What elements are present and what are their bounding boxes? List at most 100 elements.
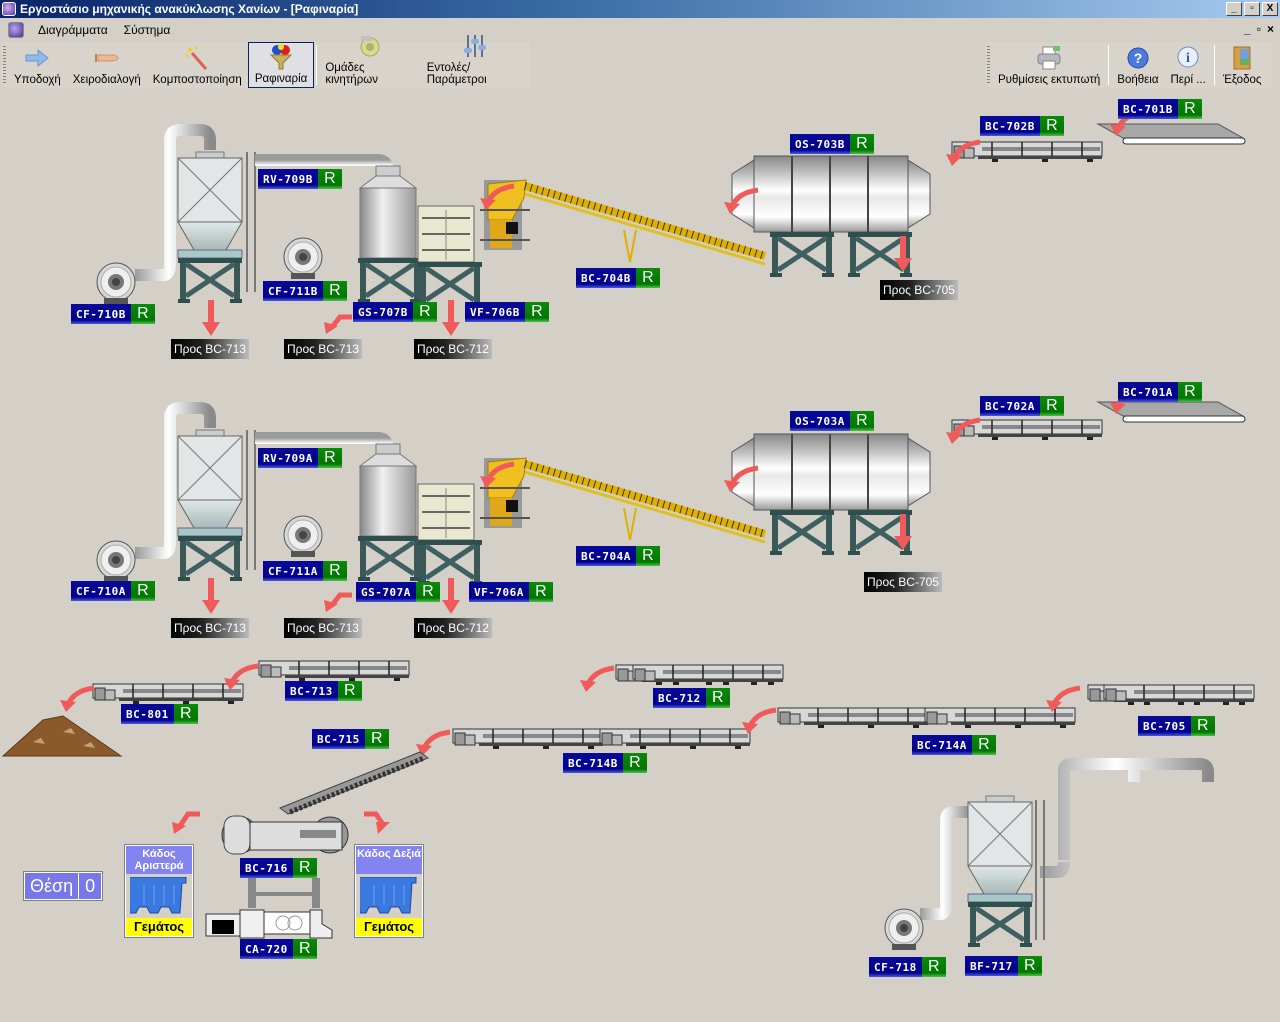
conveyor-bc801[interactable] — [92, 683, 244, 705]
position-label: Θέση — [30, 875, 74, 896]
toolbar-commands-parameters-button[interactable]: Εντολές/Παράμετροι — [421, 35, 530, 88]
status-running: R — [415, 582, 440, 602]
status-running: R — [1039, 396, 1064, 416]
mdi-close-button[interactable]: × — [1266, 22, 1274, 36]
mdi-minimize-button[interactable]: _ — [1244, 22, 1251, 36]
mdi-restore-button[interactable]: ▫ — [1256, 22, 1261, 36]
status-running: R — [622, 753, 647, 773]
conveyor-bc713[interactable] — [258, 660, 410, 682]
status-running: R — [173, 704, 198, 724]
cyclone-gs707b[interactable] — [358, 165, 422, 303]
equipment-id: BC-714B — [563, 753, 623, 773]
silo-rv709b[interactable] — [178, 152, 242, 303]
close-button[interactable]: X — [1262, 2, 1278, 16]
compactor-ca720[interactable] — [205, 909, 333, 939]
fan-cf711b[interactable] — [283, 237, 323, 280]
toolbar-label: Ρυθμίσεις εκτυπωτή — [998, 74, 1101, 86]
status-running: R — [130, 581, 155, 601]
svg-text:i: i — [1186, 51, 1190, 66]
position-indicator: Θέση 0 — [22, 871, 104, 901]
status-running: R — [971, 735, 996, 755]
equipment-id: BC-715 — [312, 729, 365, 749]
toolbar-refinery-button[interactable]: Ραφιναρία — [247, 42, 315, 88]
equipment-id: OS-703A — [790, 411, 850, 431]
status-running: R — [130, 304, 155, 324]
conveyor-bc714b[interactable] — [452, 728, 604, 750]
status-running: R — [635, 268, 660, 288]
filter-bf717[interactable] — [968, 796, 1032, 947]
screen-vf706b[interactable] — [417, 205, 475, 263]
toolbar-label: Ραφιναρία — [254, 73, 308, 85]
dest-label: Προς BC-713 — [171, 339, 249, 359]
bin-left-title: Κάδος Αριστερά — [126, 846, 192, 874]
toolbar-help-button[interactable]: ? Βοήθεια — [1111, 42, 1164, 88]
hand-icon — [93, 45, 121, 71]
menu-diagrams[interactable]: Διαγράμματα — [38, 23, 108, 37]
conveyor-bc714a[interactable] — [777, 707, 929, 729]
equipment-id: BF-717 — [965, 956, 1018, 976]
toolbar-about-button[interactable]: i Περί ... — [1165, 42, 1212, 88]
bin-left[interactable]: Κάδος Αριστερά Γεμάτος — [124, 844, 194, 938]
position-value: 0 — [78, 873, 101, 899]
equipment-id: BC-714A — [912, 735, 972, 755]
toolbar-printer-settings-button[interactable]: Ρυθμίσεις εκτυπωτή — [992, 42, 1106, 88]
bin-right-status: Γεμάτος — [356, 918, 422, 936]
status-running: R — [1190, 716, 1215, 736]
toolbar-motor-groups-button[interactable]: Ομάδες κινητήρων — [319, 36, 420, 88]
toolbar-label: Ομάδες κινητήρων — [325, 62, 378, 86]
fan-cf718[interactable] — [884, 908, 924, 951]
status-running: R — [1177, 99, 1202, 119]
equipment-id: BC-801 — [121, 704, 174, 724]
bin-right[interactable]: Κάδος Δεξιά Γεμάτος — [354, 844, 424, 938]
status-running: R — [705, 688, 730, 708]
line-b-equipment — [96, 112, 1246, 336]
toolbar-exit-button[interactable]: Έξοδος — [1217, 42, 1268, 88]
magic-wand-icon — [183, 45, 211, 71]
equipment-id: VF-706B — [465, 302, 525, 322]
fan-cf710b[interactable] — [96, 262, 136, 305]
toolbar-label: Βοήθεια — [1117, 74, 1159, 86]
equipment-id: GS-707B — [353, 302, 413, 322]
utility-toolbar: Ρυθμίσεις εκτυπωτή ? Βοήθεια i Περί ... … — [986, 42, 1272, 88]
restore-button[interactable]: ▫ — [1244, 2, 1260, 16]
menu-system[interactable]: Σύστημα — [123, 23, 171, 37]
status-running: R — [317, 448, 342, 468]
window-title: Εργοστάσιο μηχανικής ανακύκλωσης Χανίων … — [20, 2, 359, 16]
arrow-right-icon — [23, 45, 51, 71]
toolbar-composting-button[interactable]: Κομποστοποίηση — [147, 42, 248, 88]
separator-bc716[interactable] — [221, 815, 349, 908]
minimize-button[interactable]: _ — [1226, 2, 1242, 16]
document-icon[interactable] — [8, 22, 24, 38]
toolbar-reception-button[interactable]: Υποδοχή — [8, 42, 67, 88]
toolbar-hand-sorting-button[interactable]: Χειροδιαλογή — [67, 42, 147, 88]
